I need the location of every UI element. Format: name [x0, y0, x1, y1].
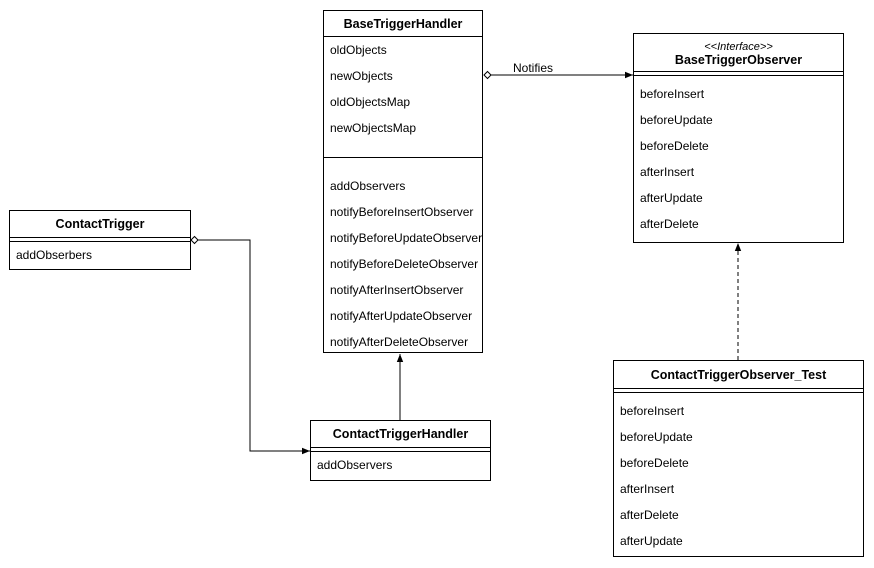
method-item: beforeUpdate: [620, 430, 693, 444]
method-item: notifyBeforeInsertObserver: [330, 205, 474, 219]
class-name: ContactTrigger: [55, 217, 145, 231]
notifies-label: Notifies: [513, 61, 554, 75]
aggregation-diamond: [483, 70, 492, 80]
method-compartment: beforeInsert beforeUpdate beforeDelete a…: [634, 76, 843, 237]
method-item: notifyAfterInsertObserver: [330, 283, 464, 297]
class-base-trigger-handler[interactable]: BaseTriggerHandler oldObjects newObjects…: [323, 10, 483, 353]
trigger-to-handler-association[interactable]: [190, 235, 310, 455]
class-stereotype: <<Interface>>: [704, 41, 773, 53]
method-item: beforeDelete: [620, 456, 689, 470]
method-item: beforeUpdate: [640, 113, 713, 127]
notifies-association[interactable]: [483, 70, 633, 80]
method-item: addObservers: [330, 179, 406, 193]
divider: [324, 157, 482, 158]
method-compartment: addObservers: [311, 452, 490, 478]
divider: [311, 447, 490, 448]
method-item: beforeInsert: [640, 87, 705, 101]
method-item: afterDelete: [640, 217, 699, 231]
divider: [634, 71, 843, 72]
divider: [614, 392, 863, 393]
method-item: afterInsert: [620, 482, 675, 496]
divider: [614, 388, 863, 389]
method-item: beforeDelete: [640, 139, 709, 153]
method-item: notifyBeforeDeleteObserver: [330, 257, 479, 271]
class-name: BaseTriggerHandler: [343, 16, 463, 31]
attribute-compartment: oldObjects newObjects oldObjectsMap newO…: [324, 37, 482, 157]
attribute-item: newObjects: [330, 69, 393, 83]
method-item: afterDelete: [620, 508, 679, 522]
method-compartment: beforeInsert beforeUpdate beforeDelete a…: [614, 393, 863, 554]
divider: [10, 237, 190, 238]
class-name: ContactTriggerHandler: [332, 427, 469, 441]
aggregation-diamond: [190, 235, 199, 245]
attribute-item: newObjectsMap: [330, 121, 417, 135]
method-compartment: addObservers notifyBeforeInsertObserver …: [324, 158, 482, 355]
method-compartment: addObserbers: [10, 242, 190, 268]
method-item: notifyBeforeUpdateObserver: [330, 231, 482, 245]
class-name: ContactTriggerObserver_Test: [650, 367, 827, 382]
class-name: BaseTriggerObserver: [674, 53, 803, 67]
class-contact-trigger[interactable]: ContactTrigger addObserbers: [9, 210, 191, 270]
class-contact-trigger-handler[interactable]: ContactTriggerHandler addObservers: [310, 420, 491, 481]
divider: [324, 36, 482, 37]
divider: [10, 241, 190, 242]
method-item: afterUpdate: [640, 191, 703, 205]
method-item: notifyAfterUpdateObserver: [330, 309, 473, 323]
class-contact-trigger-observer-test[interactable]: ContactTriggerObserver_Test beforeInsert…: [613, 360, 864, 557]
method-item: afterUpdate: [620, 534, 683, 548]
divider: [634, 75, 843, 76]
method-item: addObserbers: [16, 248, 93, 262]
class-base-trigger-observer[interactable]: <<Interface>> BaseTriggerObserver before…: [633, 33, 844, 243]
method-item: afterInsert: [640, 165, 695, 179]
class-header: <<Interface>> BaseTriggerObserver: [634, 34, 843, 71]
divider: [311, 451, 490, 452]
attribute-item: oldObjectsMap: [330, 95, 411, 109]
method-item: addObservers: [317, 458, 393, 472]
attribute-item: oldObjects: [330, 43, 387, 57]
method-item: beforeInsert: [620, 404, 685, 418]
method-item: notifyAfterDeleteObserver: [330, 335, 469, 349]
